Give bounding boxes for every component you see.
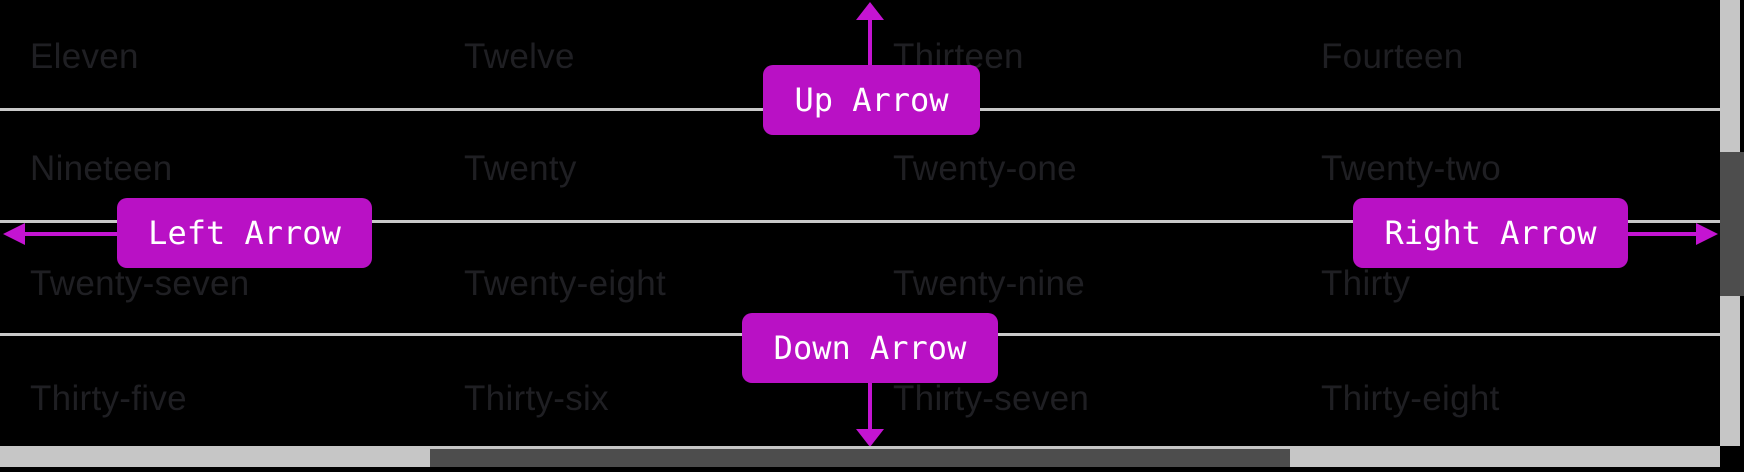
grid-cell: Fourteen xyxy=(1321,37,1464,76)
down-arrow-label: Down Arrow xyxy=(742,313,998,383)
down-arrow-stem xyxy=(868,383,872,429)
vertical-scrollbar-thumb[interactable] xyxy=(1720,152,1744,296)
grid-cell: Eleven xyxy=(30,37,139,76)
down-arrow-icon xyxy=(856,429,884,447)
row-divider xyxy=(0,220,1720,223)
up-arrow-stem xyxy=(868,18,872,65)
right-arrow-icon xyxy=(1696,223,1718,245)
up-arrow-label: Up Arrow xyxy=(763,65,980,135)
grid-cell: Thirty xyxy=(1321,264,1411,303)
grid-cell: Twenty-two xyxy=(1321,149,1501,188)
right-arrow-label: Right Arrow xyxy=(1353,198,1628,268)
grid-cell: Thirty-eight xyxy=(1321,379,1500,418)
left-arrow-stem xyxy=(24,232,117,236)
right-arrow-stem xyxy=(1628,232,1696,236)
up-arrow-icon xyxy=(856,2,884,20)
grid-cell: Twenty-eight xyxy=(464,264,667,303)
horizontal-scrollbar-thumb[interactable] xyxy=(430,449,1290,467)
left-arrow-icon xyxy=(3,223,25,245)
grid-cell: Thirty-seven xyxy=(893,379,1090,418)
grid-cell: Twenty-one xyxy=(893,149,1077,188)
grid-cell: Twenty-seven xyxy=(30,264,250,303)
grid-cell: Thirty-five xyxy=(30,379,187,418)
grid-cell: Twenty xyxy=(464,149,577,188)
left-arrow-label: Left Arrow xyxy=(117,198,372,268)
grid-cell: Twelve xyxy=(464,37,575,76)
grid-cell: Twenty-nine xyxy=(893,264,1086,303)
grid-cell: Nineteen xyxy=(30,149,173,188)
grid-cell: Thirty-six xyxy=(464,379,609,418)
